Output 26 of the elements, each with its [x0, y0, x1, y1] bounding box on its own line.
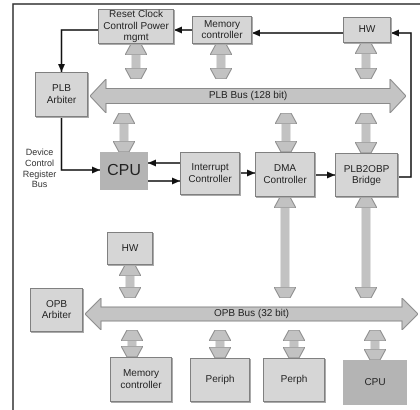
arrow [252, 30, 343, 36]
arrow [148, 160, 180, 166]
block-box: Interrupt Controller [180, 152, 240, 195]
bus-band: PLB Bus (128 bit) [90, 79, 406, 113]
edge-label: Device Control Register Bus [22, 147, 58, 190]
block-box: DMA Controller [255, 152, 315, 197]
block-box: HW [107, 232, 153, 265]
arrow [391, 30, 412, 178]
arrow [240, 170, 255, 176]
block-box: PLB2OBP Bridge [335, 153, 398, 197]
bus-band: OPB Bus (32 bit) [85, 298, 418, 330]
arrow [58, 29, 98, 72]
block-box: OPB Arbiter [30, 288, 83, 332]
arrow [315, 172, 335, 178]
arrow [174, 26, 192, 34]
block-box: HW [343, 17, 391, 43]
block-box: Reset Clock Controll Power mgmt [98, 9, 174, 44]
block-box: CPU [343, 360, 407, 405]
arrow [148, 178, 180, 184]
block-box: Periph [190, 358, 250, 402]
block-box: PLB Arbiter [35, 72, 88, 117]
block-box: Memory controller [110, 357, 172, 402]
arrow [60, 117, 100, 174]
block-box: CPU [100, 152, 148, 190]
block-box: Perph [263, 358, 325, 402]
block-box: Memory controller [192, 16, 252, 44]
